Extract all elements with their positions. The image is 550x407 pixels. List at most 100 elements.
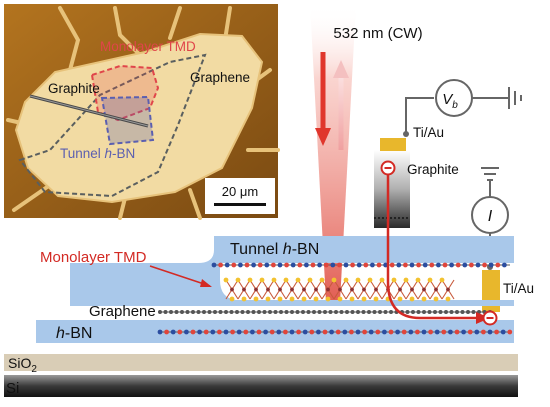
graphene-atom (169, 310, 173, 314)
tunnel-hbn-atomic-chain (211, 262, 510, 268)
graphene-atom (449, 310, 454, 314)
chalcogen-atom (295, 277, 301, 283)
bias-circuit: Vb Ti/Au (403, 79, 522, 140)
chalcogen-atom (223, 277, 229, 283)
inset-label-tunnel-hbn: Tunnel h-BN (60, 146, 135, 161)
bottom-hbn-atom (164, 329, 170, 335)
graphene-atom (268, 310, 272, 314)
tunnel-hbn-atom (323, 262, 329, 268)
graphene-atom (213, 310, 217, 314)
chalcogen-atom (229, 296, 235, 302)
bottom-hbn-atom (500, 329, 506, 335)
graphene-atom (444, 310, 448, 314)
bottom-hbn-atom (289, 329, 295, 335)
graphene-atom (235, 310, 239, 314)
stack-label-graphene: Graphene (89, 303, 156, 320)
tunnel-hbn-atom (310, 262, 316, 268)
chalcogen-atom (265, 296, 271, 302)
bottom-hbn-atom (217, 329, 222, 335)
laser-down-arrow-shaft (320, 52, 326, 130)
bottom-hbn-atom (236, 329, 242, 335)
bottom-hbn-atom (256, 329, 262, 335)
graphene-atom (295, 310, 300, 314)
tunnel-hbn-atom (257, 262, 263, 268)
graphene-atom (433, 310, 437, 314)
chalcogen-atom (445, 296, 451, 302)
tunnel-hbn-atom (330, 262, 336, 268)
stack-label-si: Si (6, 380, 19, 397)
chalcogen-atom (271, 277, 277, 283)
tunnel-hbn-atom (297, 262, 303, 268)
metal-atom (398, 287, 402, 292)
graphene-atom (191, 310, 195, 314)
chalcogen-atom (361, 296, 367, 302)
bottom-hbn-atom (210, 329, 216, 335)
graphene-atom (334, 310, 338, 314)
graphene-atom (207, 310, 212, 314)
chalcogen-atom (319, 277, 325, 283)
graphene-atom (378, 310, 382, 314)
chalcogen-atom (427, 277, 433, 283)
graphene-atom (301, 310, 305, 314)
graphene-atom (372, 310, 377, 314)
graphene-atom (246, 310, 250, 314)
bottom-hbn-atom (316, 329, 321, 335)
graphene-atom (460, 310, 465, 314)
ground-symbol-right (481, 167, 499, 181)
chalcogen-atom (247, 277, 253, 283)
chalcogen-atom (331, 277, 337, 283)
chalcogen-atom (283, 277, 289, 283)
graphene-atom (218, 310, 223, 314)
graphene-atom (361, 310, 366, 314)
tunnel-hbn-atom (488, 262, 494, 268)
graphene-atom (202, 310, 206, 314)
sio2-layer (4, 354, 518, 371)
tunnel-hbn-atom (422, 262, 428, 268)
tunnel-hbn-atom (429, 262, 435, 268)
tunnel-hbn-atom (370, 262, 375, 268)
bottom-hbn-atom (487, 329, 493, 335)
tunnel-hbn-atom (502, 262, 507, 268)
graphene-atom (350, 310, 355, 314)
metal-atom (434, 287, 438, 292)
graphene-atom (389, 310, 393, 314)
tunnel-hbn-atom (403, 262, 408, 268)
tunnel-hbn-atom (224, 262, 230, 268)
graphene-atom (185, 310, 190, 314)
bottom-hbn-atom (382, 329, 387, 335)
bottom-hbn-atom (197, 329, 203, 335)
stack-label-tunnel-hbn: Tunnel h-BN (230, 241, 319, 258)
graphene-atom (405, 310, 410, 314)
metal-atom (422, 287, 426, 292)
tunnel-hbn-atom (363, 262, 369, 268)
ammeter-symbol: I (488, 208, 493, 225)
bottom-hbn-atom (481, 329, 486, 335)
scale-bar-label: 20 μm (222, 184, 258, 199)
chalcogen-atom (253, 296, 259, 302)
bottom-hbn-atom (408, 329, 414, 335)
tunnel-hbn-atom (343, 262, 349, 268)
tunnel-hbn-atom (396, 262, 402, 268)
graphene-atom (240, 310, 245, 314)
graphene-atom (229, 310, 234, 314)
tunnel-hbn-atom (244, 262, 250, 268)
metal-atom (278, 287, 282, 292)
tunnel-hbn-atom (442, 262, 448, 268)
graphene-atom (284, 310, 289, 314)
tunnel-hbn-atom (350, 262, 355, 268)
graphene-atom (438, 310, 443, 314)
tmd-pointer-line (149, 265, 211, 287)
bottom-hbn-atom (342, 329, 348, 335)
bottom-hbn-atom (494, 329, 499, 335)
bottom-hbn-atom (184, 329, 189, 335)
graphene-atom (356, 310, 360, 314)
graphene-atom (262, 310, 267, 314)
graphene-atom (163, 310, 168, 314)
laser-label: 532 nm (CW) (333, 25, 422, 42)
chalcogen-atom (409, 296, 415, 302)
graphene-atom (416, 310, 421, 314)
laser-down-arrow-head (315, 128, 331, 146)
bottom-hbn-atom (355, 329, 361, 335)
graphene-atom (174, 310, 179, 314)
tunnel-hbn-atom (271, 262, 276, 268)
